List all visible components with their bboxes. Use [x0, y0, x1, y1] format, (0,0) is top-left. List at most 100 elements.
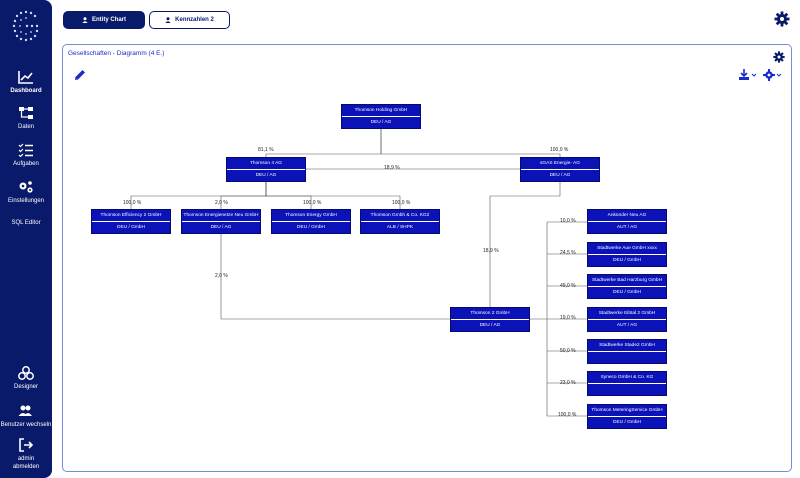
entity-node[interactable]: Stadtwerke Aue GmbH xxxx DEU / GmbH: [587, 242, 667, 267]
entity-name: Stadtwerke Stade2 GmbH: [588, 340, 666, 352]
entity-name: Syneco GmbH & Co. KG: [588, 372, 666, 384]
ownership-percentage: 2,0 %: [215, 273, 228, 279]
entity-node[interactable]: Thomson Energy GmbH DEU / GmbH: [271, 209, 351, 234]
cubes-icon: [18, 366, 34, 380]
entity-type: DEU / AG: [210, 225, 232, 230]
gear-dropdown-icon[interactable]: [763, 69, 783, 81]
entity-type: DEU / AG: [370, 120, 392, 125]
panel-title: Gesellschaften - Diagramm (4 E.): [68, 50, 165, 57]
entity-node[interactable]: Thomson 2 GmbH DEU / AG: [450, 307, 530, 332]
ownership-percentage: 49,0 %: [560, 283, 576, 289]
entity-type: AUT / AG: [616, 323, 638, 328]
entity-node[interactable]: Thomson Efficiency 2 GmbH DEU / GmbH: [91, 209, 171, 234]
sidebar-item-label: Einstellungen: [7, 198, 45, 204]
diagram-panel: Gesellschaften - Diagramm (4 E.): [62, 44, 792, 472]
entity-type: AUT / AG: [616, 225, 638, 230]
entity-type: ALB / SHPK: [386, 225, 414, 230]
ownership-percentage: 100,0 %: [123, 200, 142, 206]
entity-type: DEU / AG: [549, 173, 571, 178]
ownership-percentage: 18,9 %: [384, 165, 400, 171]
entity-type: DEU / GmbH: [297, 225, 325, 230]
sidebar-item-daten[interactable]: Daten: [0, 106, 52, 130]
tab-entity-chart[interactable]: Entity Chart: [63, 11, 145, 29]
entity-node[interactable]: Thomson Energienetze Neu GmbH DEU / AG: [181, 209, 261, 234]
sidebar-item-label: Dashboard: [10, 88, 42, 94]
entity-name: Stadtwerke Aue GmbH xxxx: [588, 243, 666, 255]
ownership-percentage: 10,0 %: [560, 218, 576, 224]
entity-type: [588, 352, 666, 364]
sidebar-item-einstellungen[interactable]: Einstellungen: [0, 180, 52, 204]
entity-node[interactable]: Thomson MeteringService GmbH DEU / GmbH: [587, 404, 667, 429]
entity-type: DEU / GmbH: [117, 225, 145, 230]
gears-icon: [19, 181, 33, 193]
users-icon: [18, 405, 32, 416]
entity-node[interactable]: Stadtwerke Eibtal 2 GmbH AUT / AG: [587, 307, 667, 332]
entity-name: sGAS Energie- AG: [521, 158, 599, 170]
entity-node[interactable]: Thomson 4 AG DEU / AG: [226, 157, 306, 182]
sidebar-item-benutzer-wechseln[interactable]: Benutzer wechseln: [0, 404, 52, 428]
ownership-percentage: 100,0 %: [303, 200, 322, 206]
sidebar-item-label: Benutzer wechseln: [0, 422, 52, 428]
entity-name: Stadtwerke Eibtal 2 GmbH: [588, 308, 666, 320]
pencil-icon[interactable]: [74, 69, 86, 81]
entity-type: DEU / AG: [255, 173, 277, 178]
ownership-percentage: 19,0 %: [560, 315, 576, 321]
chart-line-icon: [18, 71, 33, 84]
logout-icon: [19, 438, 34, 452]
user-icon: [82, 17, 88, 23]
entity-node[interactable]: Thomson Gmbh & Co. KG2 ALB / SHPK: [360, 209, 440, 234]
entity-type: DEU / GmbH: [613, 258, 641, 263]
checklist-icon: [18, 143, 33, 157]
entity-name: Stadtwerke Bad Harzburg GmbH: [588, 275, 666, 287]
entity-node[interactable]: Syneco GmbH & Co. KG: [587, 371, 667, 396]
entity-node[interactable]: sGAS Energie- AG DEU / AG: [520, 157, 600, 182]
sidebar-item-dashboard[interactable]: Dashboard: [0, 70, 52, 94]
sitemap-icon: [19, 107, 33, 119]
entity-name: Thomson 4 AG: [227, 158, 305, 170]
sidebar-item-label: Designer: [13, 384, 38, 390]
gear-icon[interactable]: [773, 51, 785, 63]
sidebar-item-label: Aufgaben: [13, 161, 39, 167]
entity-name: Thomson Gmbh & Co. KG2: [361, 210, 439, 222]
sidebar-item-sql-editor[interactable]: SQL Editor: [0, 216, 52, 226]
ownership-percentage: 50,0 %: [560, 348, 576, 354]
entity-name: Thomson Energienetze Neu GmbH: [182, 210, 260, 222]
entity-node[interactable]: Ankünder Neu AG AUT / AG: [587, 209, 667, 234]
ownership-percentage: 2,0 %: [215, 200, 228, 206]
tab-label: Entity Chart: [91, 17, 126, 23]
entity-name: Thomson Energy GmbH: [272, 210, 350, 222]
tab-label: Kennzahlen 2: [175, 17, 214, 23]
logo-icon: [12, 10, 39, 42]
gear-icon[interactable]: [774, 11, 790, 27]
entity-type: [588, 384, 666, 396]
sidebar-item-label: SQL Editor: [11, 220, 41, 226]
ownership-percentage: 24,5 %: [560, 250, 576, 256]
ownership-percentage: 100,0 %: [558, 412, 577, 418]
entity-type: DEU / GmbH: [613, 420, 641, 425]
ownership-percentage: 23,0 %: [560, 380, 576, 386]
ownership-percentage: 81,1 %: [258, 147, 274, 153]
sidebar-item-label: Daten: [17, 124, 34, 130]
entity-name: Thomson Holding GmbH: [342, 105, 420, 117]
entity-name: Thomson MeteringService GmbH: [588, 405, 666, 417]
sidebar-item-logout[interactable]: admin abmelden: [0, 438, 52, 471]
ownership-percentage: 100,0 %: [550, 147, 569, 153]
sidebar-item-aufgaben[interactable]: Aufgaben: [0, 143, 52, 167]
ownership-percentage: 100,0 %: [392, 200, 411, 206]
user-icon: [165, 17, 171, 23]
sidebar: Dashboard Daten Aufgaben Einstellungen S…: [0, 0, 52, 478]
entity-node[interactable]: Stadtwerke Bad Harzburg GmbH DEU / GmbH: [587, 274, 667, 299]
entity-type: DEU / AG: [479, 323, 501, 328]
entity-name: Ankünder Neu AG: [588, 210, 666, 222]
download-icon[interactable]: [739, 69, 757, 81]
entity-name: Thomson Efficiency 2 GmbH: [92, 210, 170, 222]
entity-type: DEU / GmbH: [613, 290, 641, 295]
sidebar-item-label: admin abmelden: [12, 456, 40, 470]
ownership-percentage: 18,9 %: [483, 248, 499, 254]
tab-kennzahlen-2[interactable]: Kennzahlen 2: [149, 11, 230, 29]
entity-node[interactable]: Thomson Holding GmbH DEU / AG: [341, 104, 421, 129]
sidebar-item-designer[interactable]: Designer: [0, 366, 52, 390]
entity-name: Thomson 2 GmbH: [451, 308, 529, 320]
entity-node[interactable]: Stadtwerke Stade2 GmbH: [587, 339, 667, 364]
